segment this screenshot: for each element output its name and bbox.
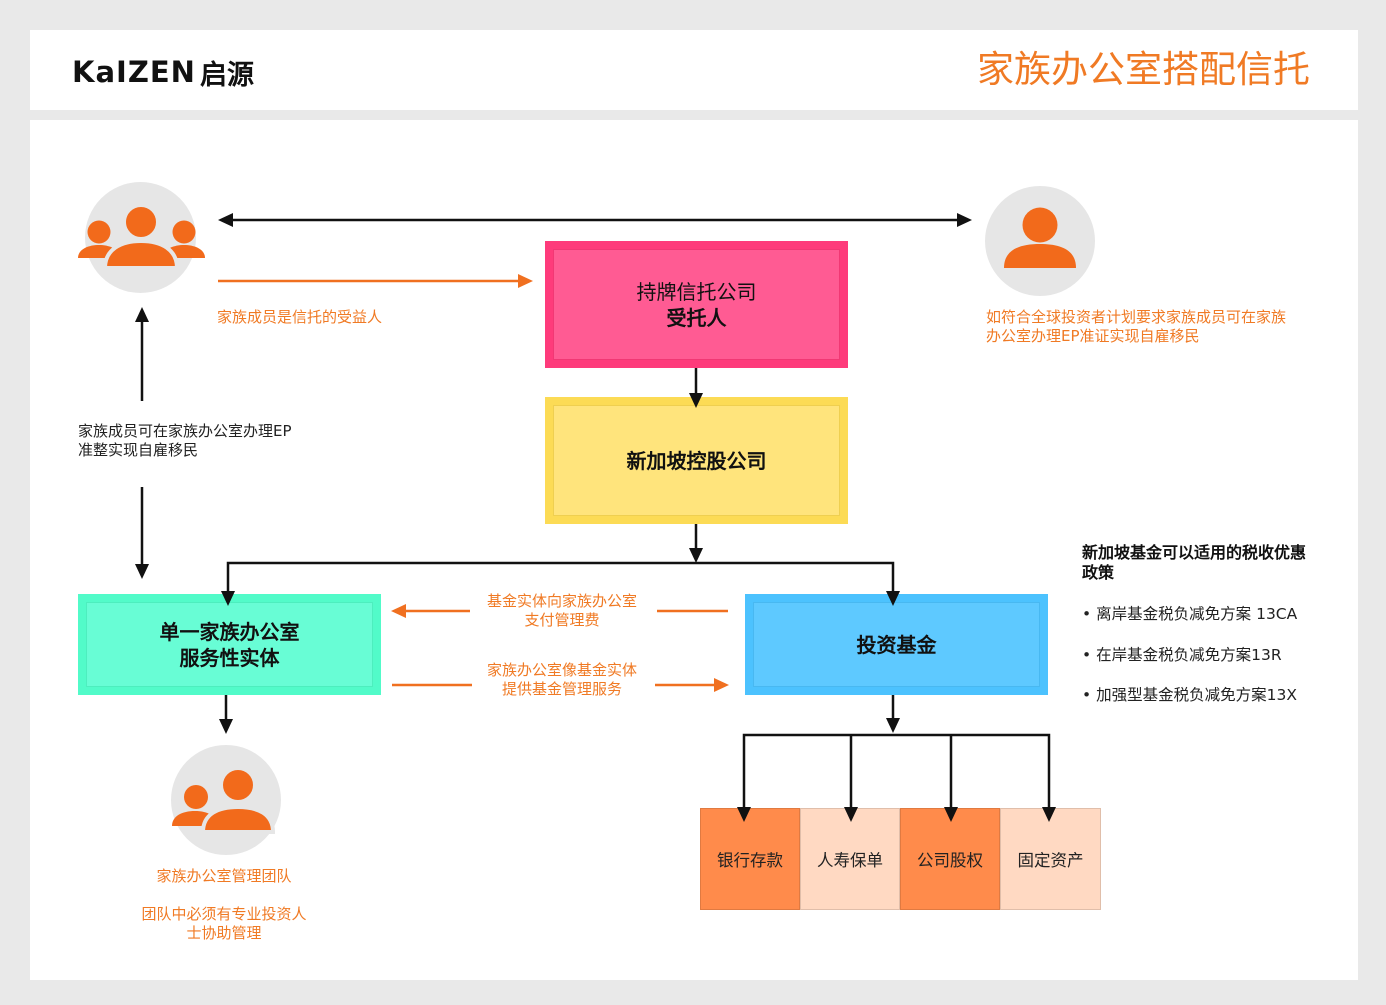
tax-policy-item: •加强型基金税负减免方案13X bbox=[1082, 685, 1297, 705]
asset-fixed-assets: 固定资产 bbox=[1000, 808, 1101, 910]
ep-immigration-note: 家族成员可在家族办公室办理EP 准整实现自雇移民 bbox=[78, 422, 292, 460]
family-office-node: 单一家族办公室 服务性实体 bbox=[78, 594, 381, 695]
management-service-note-line2: 提供基金管理服务 bbox=[501, 680, 622, 698]
ep-immigration-note-line1: 家族成员可在家族办公室办理EP bbox=[78, 422, 292, 440]
brand-logo: KaIZEN 启源 bbox=[72, 54, 254, 91]
holding-company-label: 新加坡控股公司 bbox=[626, 448, 767, 473]
team-requirement-note: 团队中必须有专业投资人 士协助管理 bbox=[104, 905, 344, 943]
holding-company-node: 新加坡控股公司 bbox=[545, 397, 848, 524]
asset-life-insurance: 人寿保单 bbox=[800, 808, 900, 910]
asset-row: 银行存款 人寿保单 公司股权 固定资产 bbox=[700, 808, 1101, 910]
global-investor-note-line1: 如符合全球投资者计划要求家族成员可在家族 bbox=[986, 308, 1287, 326]
tax-policy-item: •在岸基金税负减免方案13R bbox=[1082, 645, 1282, 665]
logo-chinese-name: 启源 bbox=[199, 59, 254, 91]
family-office-line1: 单一家族办公室 bbox=[159, 619, 300, 644]
header-panel bbox=[30, 30, 1358, 110]
logo-wordmark: KaIZEN bbox=[72, 55, 196, 89]
tax-policy-title-line2: 政策 bbox=[1082, 563, 1115, 582]
management-service-note-line1: 家族办公室像基金实体 bbox=[486, 661, 637, 679]
management-fee-note-line1: 基金实体向家族办公室 bbox=[486, 592, 637, 610]
management-service-note: 家族办公室像基金实体 提供基金管理服务 bbox=[462, 661, 662, 699]
management-fee-note: 基金实体向家族办公室 支付管理费 bbox=[462, 592, 662, 630]
investment-fund-node: 投资基金 bbox=[745, 594, 1048, 695]
team-requirement-line1: 团队中必须有专业投资人 bbox=[141, 905, 307, 923]
beneficiary-note: 家族成员是信托的受益人 bbox=[217, 308, 383, 326]
asset-bank-deposit: 银行存款 bbox=[700, 808, 800, 910]
page-title: 家族办公室搭配信托 bbox=[977, 48, 1310, 91]
trustee-node: 持牌信托公司 受托人 bbox=[545, 241, 848, 368]
management-fee-note-line2: 支付管理费 bbox=[524, 611, 600, 629]
tax-policy-title: 新加坡基金可以适用的税收优惠 政策 bbox=[1082, 543, 1306, 583]
tax-policy-item-13ca: 离岸基金税负减免方案 13CA bbox=[1096, 605, 1298, 623]
ep-immigration-note-line2: 准整实现自雇移民 bbox=[78, 441, 199, 459]
trustee-node-line2: 受托人 bbox=[666, 305, 727, 330]
team-title: 家族办公室管理团队 bbox=[156, 867, 292, 885]
global-investor-note: 如符合全球投资者计划要求家族成员可在家族 办公室办理EP准证实现自雇移民 bbox=[986, 308, 1286, 346]
bullet: • bbox=[1082, 646, 1092, 664]
global-investor-note-line2: 办公室办理EP准证实现自雇移民 bbox=[986, 327, 1200, 345]
bullet: • bbox=[1082, 605, 1092, 623]
trustee-node-line1: 持牌信托公司 bbox=[636, 279, 757, 304]
tax-policy-item-13x: 加强型基金税负减免方案13X bbox=[1096, 686, 1297, 704]
tax-policy-title-line1: 新加坡基金可以适用的税收优惠 bbox=[1082, 543, 1307, 562]
tax-policy-item-13r: 在岸基金税负减免方案13R bbox=[1096, 646, 1282, 664]
tax-policy-item: •离岸基金税负减免方案 13CA bbox=[1082, 604, 1297, 624]
asset-company-equity: 公司股权 bbox=[900, 808, 1000, 910]
investment-fund-label: 投资基金 bbox=[856, 632, 937, 657]
bullet: • bbox=[1082, 686, 1092, 704]
family-office-line2: 服务性实体 bbox=[179, 645, 280, 670]
team-requirement-line2: 士协助管理 bbox=[186, 924, 262, 942]
